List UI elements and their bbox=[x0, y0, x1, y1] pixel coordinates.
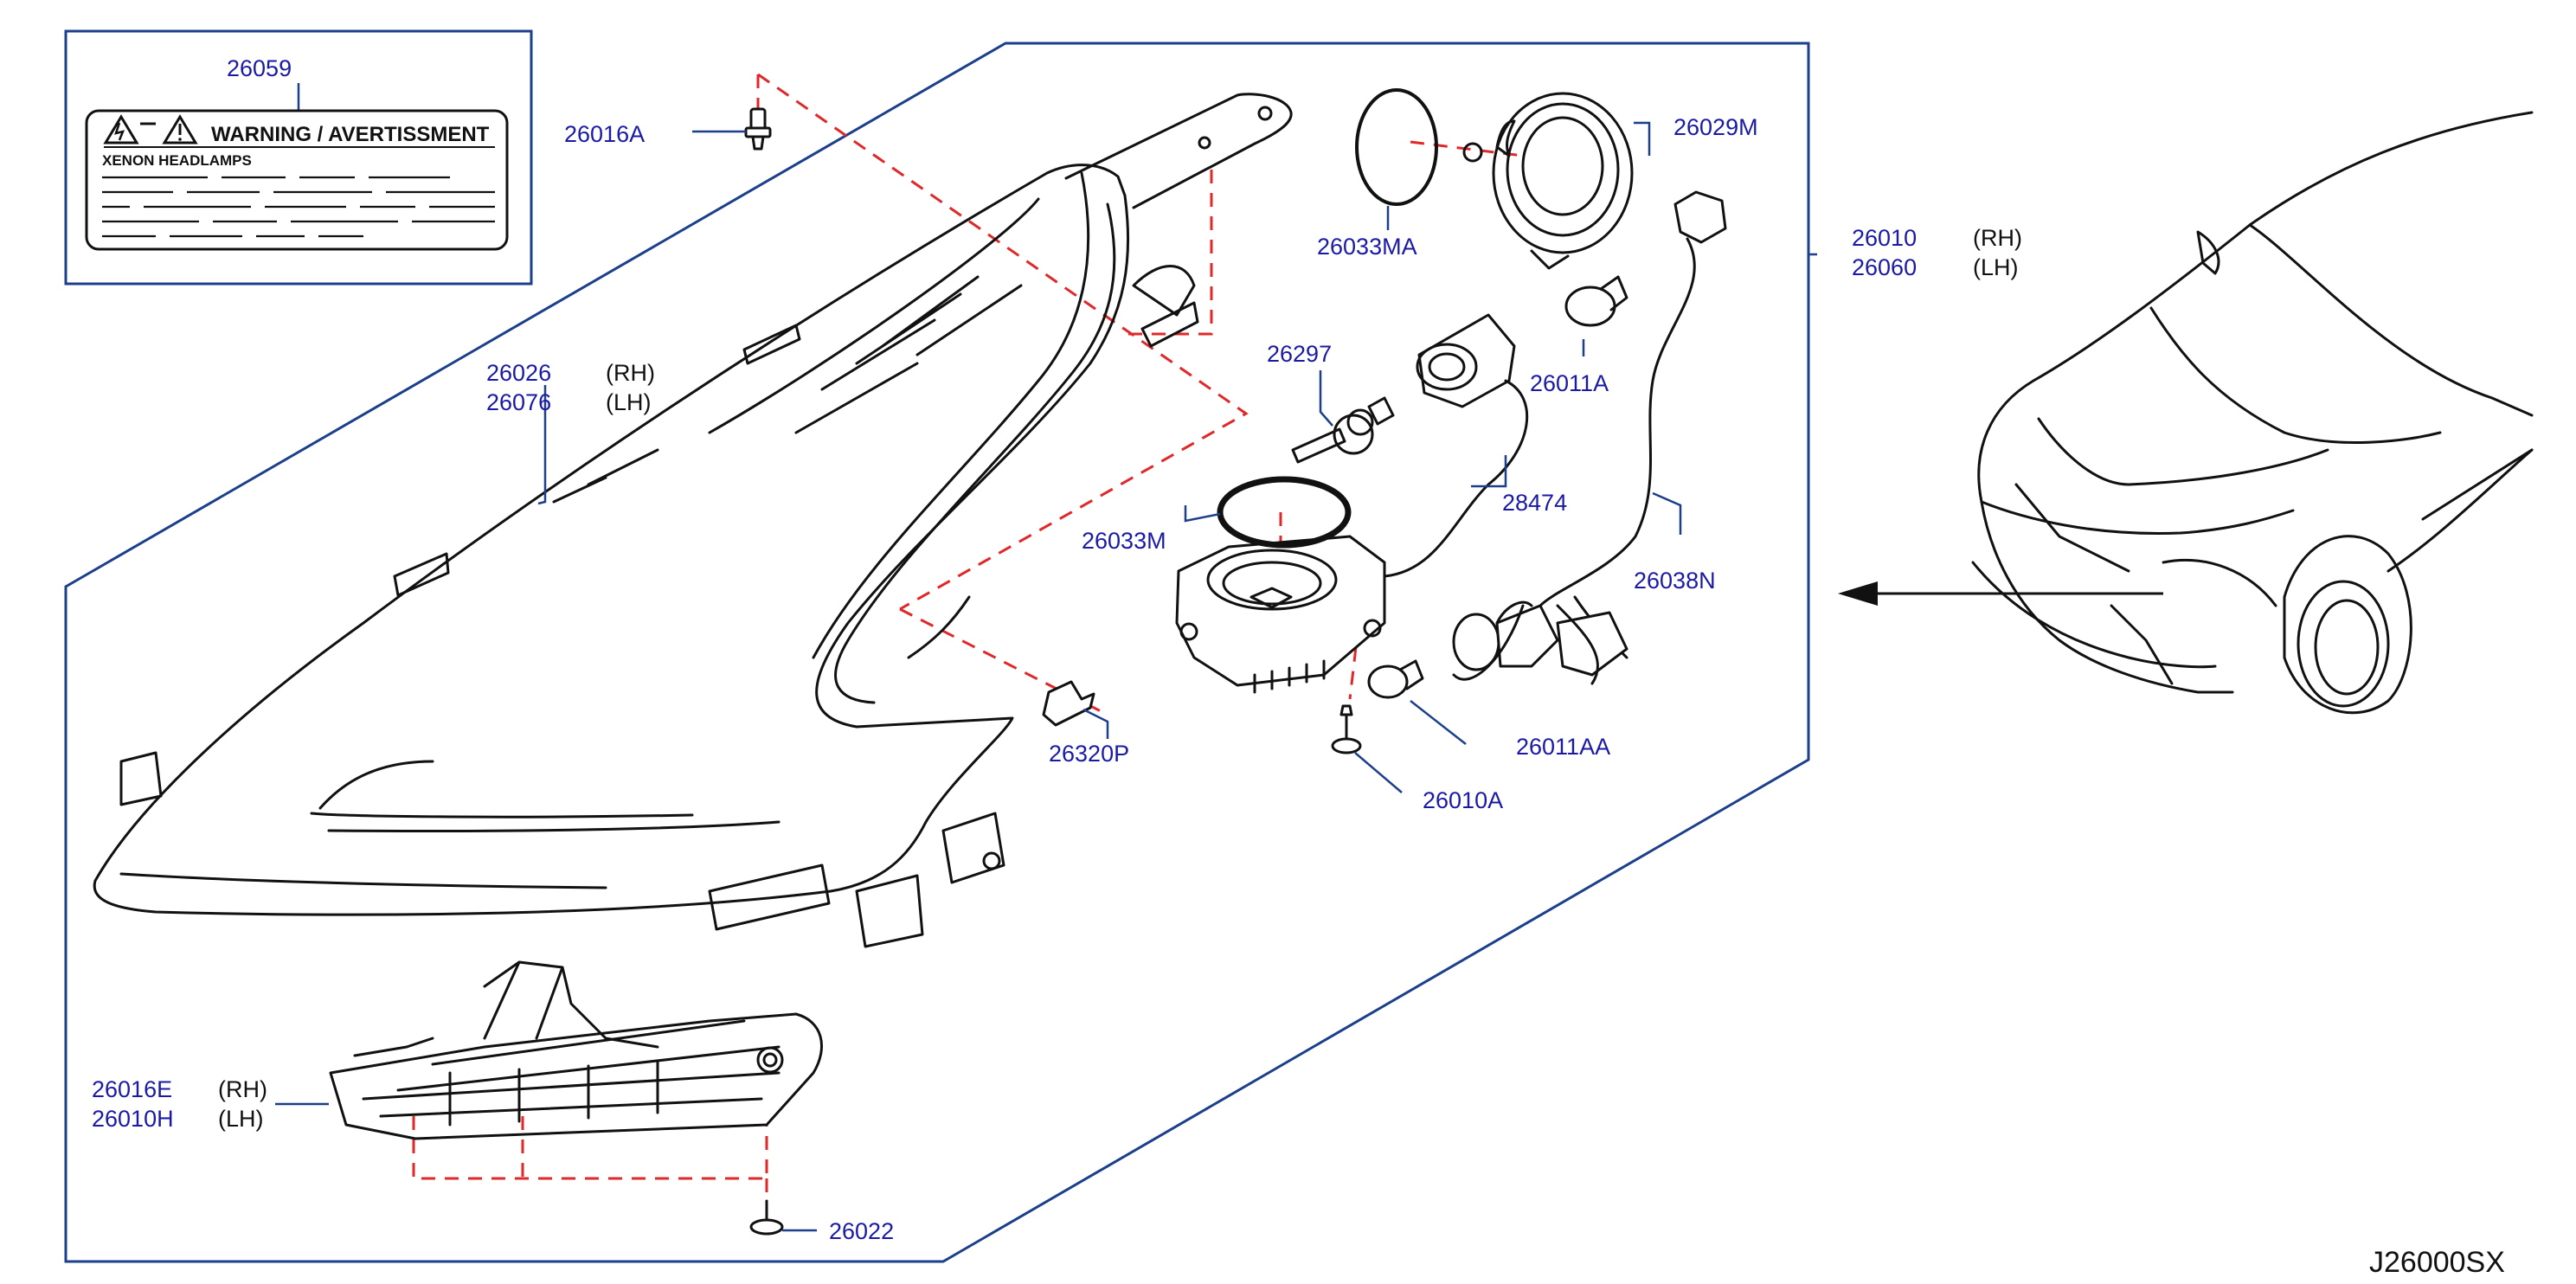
part-number-26010H[interactable]: 26010H bbox=[92, 1106, 174, 1132]
warning-label-text-lines bbox=[102, 176, 495, 238]
seal-ring-26033M[interactable] bbox=[1217, 476, 1352, 549]
part-number-26033M[interactable]: 26033M bbox=[1082, 528, 1166, 554]
part-number-26016E[interactable]: 26016E bbox=[92, 1076, 172, 1102]
part-number-26011A[interactable]: 26011A bbox=[1530, 370, 1609, 396]
leader-lines bbox=[275, 121, 1817, 1232]
part-number-26026[interactable]: 26026 bbox=[486, 360, 551, 386]
part-number-26022[interactable]: 26022 bbox=[829, 1218, 894, 1244]
part-number-28474[interactable]: 28474 bbox=[1502, 490, 1567, 516]
part-number-26038N[interactable]: 26038N bbox=[1634, 568, 1716, 594]
part-number-26010[interactable]: 26010 bbox=[1852, 225, 1917, 251]
headlamp-housing[interactable] bbox=[93, 93, 1293, 948]
part-number-26029M[interactable]: 26029M bbox=[1673, 114, 1758, 140]
warning-label-callout: 26059 WARNING / AVERTISSMENT XENON HEADL… bbox=[64, 29, 533, 286]
harness-28474[interactable] bbox=[1383, 379, 1529, 578]
warning-label-plate bbox=[85, 109, 509, 251]
igniter-socket[interactable] bbox=[1416, 313, 1516, 408]
part-number-26033MA[interactable]: 26033MA bbox=[1317, 234, 1417, 260]
bulb-26011A[interactable] bbox=[1564, 275, 1628, 327]
part-number-26320P[interactable]: 26320P bbox=[1049, 741, 1129, 767]
diagram-code: J26000SX bbox=[2369, 1246, 2505, 1279]
side-label-lh-26010H: (LH) bbox=[218, 1106, 264, 1132]
warning-label-subtitle: XENON HEADLAMPS bbox=[102, 152, 252, 169]
part-number-26010A[interactable]: 26010A bbox=[1423, 787, 1503, 813]
clip-26016A[interactable] bbox=[744, 107, 772, 151]
xenon-ballast-unit[interactable] bbox=[1175, 535, 1386, 694]
side-label-rh-26010: (RH) bbox=[1973, 225, 2022, 251]
part-number-labels: 26016A 26026 (RH) 26076 (LH) 26033MA 260… bbox=[92, 114, 2022, 1244]
car-location-view bbox=[1838, 111, 2534, 715]
warning-label-frame bbox=[64, 29, 533, 286]
side-label-rh-26016E: (RH) bbox=[218, 1076, 267, 1102]
harness-26038N[interactable] bbox=[1452, 190, 1727, 685]
side-label-rh-26026: (RH) bbox=[606, 360, 655, 386]
part-number-26060[interactable]: 26060 bbox=[1852, 254, 1917, 280]
warning-triangle-icon bbox=[103, 114, 139, 144]
part-number-26297[interactable]: 26297 bbox=[1267, 341, 1332, 367]
bulb-26011AA[interactable] bbox=[1367, 659, 1424, 699]
bulb-26297[interactable] bbox=[1291, 396, 1395, 464]
part-number-26076[interactable]: 26076 bbox=[486, 389, 551, 415]
headlamp-assembly-frame bbox=[64, 42, 1810, 1263]
side-marker-lamp[interactable] bbox=[329, 960, 823, 1140]
rear-cap-26029M[interactable] bbox=[1462, 92, 1634, 270]
screw-26010A[interactable] bbox=[1331, 704, 1362, 754]
warning-label-title: WARNING / AVERTISSMENT bbox=[211, 123, 490, 146]
part-number-26059[interactable]: 26059 bbox=[227, 55, 292, 81]
side-label-lh-26060: (LH) bbox=[1973, 254, 2019, 280]
screw-26022[interactable] bbox=[749, 1199, 784, 1236]
exclamation-triangle-icon bbox=[162, 114, 198, 144]
gasket-26033MA[interactable] bbox=[1355, 88, 1438, 206]
part-number-26011AA[interactable]: 26011AA bbox=[1516, 734, 1610, 760]
bracket-26320P[interactable] bbox=[1042, 680, 1095, 727]
part-number-26016A[interactable]: 26016A bbox=[564, 121, 645, 147]
side-label-lh-26076: (LH) bbox=[606, 389, 652, 415]
